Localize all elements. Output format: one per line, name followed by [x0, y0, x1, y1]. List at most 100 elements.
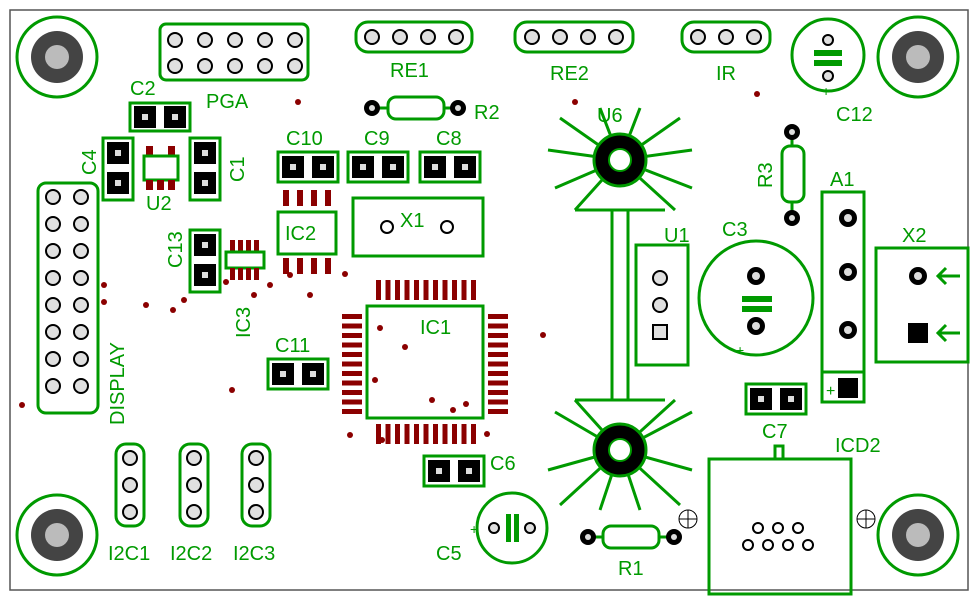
- ic1-pin: [423, 280, 429, 300]
- ic1-pin: [433, 424, 438, 444]
- c11-label: C11: [275, 335, 310, 357]
- x1-label: X1: [400, 210, 424, 232]
- ic1-pin: [342, 323, 362, 329]
- ic1-pin: [488, 323, 508, 329]
- display-header: [36, 181, 100, 415]
- ic1-pin: [461, 424, 467, 444]
- ir-label: IR: [716, 63, 736, 85]
- ic2-chip: [276, 190, 338, 274]
- u1-regulator: [634, 243, 690, 367]
- ic1-pin: [385, 424, 391, 444]
- i2c2-header: [178, 442, 210, 528]
- ic1-pin: [376, 280, 381, 300]
- fiducial-left: [678, 509, 698, 529]
- ic1-pin: [342, 352, 362, 357]
- a1-label: A1: [830, 169, 854, 191]
- re2-label: RE2: [550, 63, 589, 85]
- ic1-chip: [342, 280, 508, 444]
- r1-resistor: [580, 524, 682, 550]
- c7-label: C7: [762, 421, 788, 443]
- ic1-pin: [488, 342, 508, 348]
- ic1-pin: [404, 424, 410, 444]
- display-label: DISPLAY: [107, 342, 129, 425]
- r2-resistor: [364, 95, 466, 121]
- svg-text:+: +: [470, 521, 478, 537]
- c8-capacitor: [418, 150, 482, 184]
- r3-label: R3: [755, 162, 777, 188]
- c10-capacitor: [276, 150, 340, 184]
- c6-label: C6: [490, 453, 516, 475]
- mounting-hole-bottom-right: [876, 493, 960, 577]
- pga-header: [158, 22, 310, 82]
- heatsink-stem: [610, 210, 630, 400]
- svg-text:+: +: [822, 83, 830, 99]
- c5-label: C5: [436, 543, 462, 565]
- mounting-hole-top-left: [15, 15, 99, 99]
- ic1-pin: [342, 409, 362, 414]
- ic1-pin: [376, 424, 381, 444]
- c1-capacitor: [188, 136, 222, 202]
- ic1-pin: [433, 280, 438, 300]
- ic1-pin: [342, 314, 362, 319]
- u2-label: U2: [146, 193, 172, 215]
- ic1-pin: [342, 333, 362, 338]
- r2-label: R2: [474, 102, 500, 124]
- re1-header: [354, 20, 474, 54]
- ic1-pin: [471, 424, 476, 444]
- x2-label: X2: [902, 225, 926, 247]
- icd2-connector: [707, 444, 853, 596]
- re2-header: [513, 20, 635, 54]
- c12-capacitor: +: [790, 17, 866, 99]
- mounting-hole-top-right: [876, 15, 960, 99]
- c7-capacitor: [744, 382, 808, 416]
- ic1-pin: [442, 280, 448, 300]
- c9-label: C9: [364, 128, 390, 150]
- c4-label: C4: [79, 149, 101, 175]
- ic1-pin: [342, 390, 362, 395]
- a1-connector: +: [820, 190, 866, 404]
- ic1-pin: [488, 371, 508, 376]
- svg-text:+: +: [736, 342, 744, 358]
- r1-label: R1: [618, 558, 644, 580]
- mounting-hole-bottom-left: [15, 493, 99, 577]
- ic3-label: IC3: [233, 307, 255, 338]
- i2c1-header: [114, 442, 146, 528]
- ic1-pin: [488, 380, 508, 386]
- ic1-pin: [488, 314, 508, 319]
- ir-header: [680, 20, 772, 54]
- r3-resistor: [780, 124, 806, 226]
- c2-label: C2: [130, 78, 156, 100]
- ic1-pin: [395, 280, 400, 300]
- ic1-pin: [414, 280, 419, 300]
- c12-label: C12: [836, 104, 873, 126]
- ic1-pin: [452, 280, 457, 300]
- ic1-pin: [488, 399, 508, 405]
- c11-capacitor: [266, 357, 330, 391]
- c8-label: C8: [436, 128, 462, 150]
- heatsink-bottom: [547, 398, 693, 511]
- ic1-pin: [395, 424, 400, 444]
- c3-capacitor: +: [697, 239, 815, 358]
- re1-label: RE1: [390, 60, 429, 82]
- c2-capacitor: [128, 101, 192, 133]
- fiducial-right: [856, 509, 876, 529]
- ic1-pin: [342, 361, 362, 367]
- i2c3-label: I2C3: [233, 543, 275, 565]
- c13-label: C13: [165, 231, 187, 268]
- ic1-pin: [442, 424, 448, 444]
- ic1-pin: [471, 280, 476, 300]
- x1-crystal: [351, 196, 485, 258]
- c3-label: C3: [722, 219, 748, 241]
- c10-label: C10: [286, 128, 323, 150]
- icd2-label: ICD2: [835, 435, 881, 457]
- ic1-pin: [488, 352, 508, 357]
- i2c2-label: I2C2: [170, 543, 212, 565]
- ic1-label: IC1: [420, 317, 451, 339]
- ic1-pin: [488, 409, 508, 414]
- ic1-pin: [404, 280, 410, 300]
- ic1-pin: [342, 371, 362, 376]
- ic1-pin: [385, 280, 391, 300]
- ic1-pin: [461, 280, 467, 300]
- ic1-pin: [423, 424, 429, 444]
